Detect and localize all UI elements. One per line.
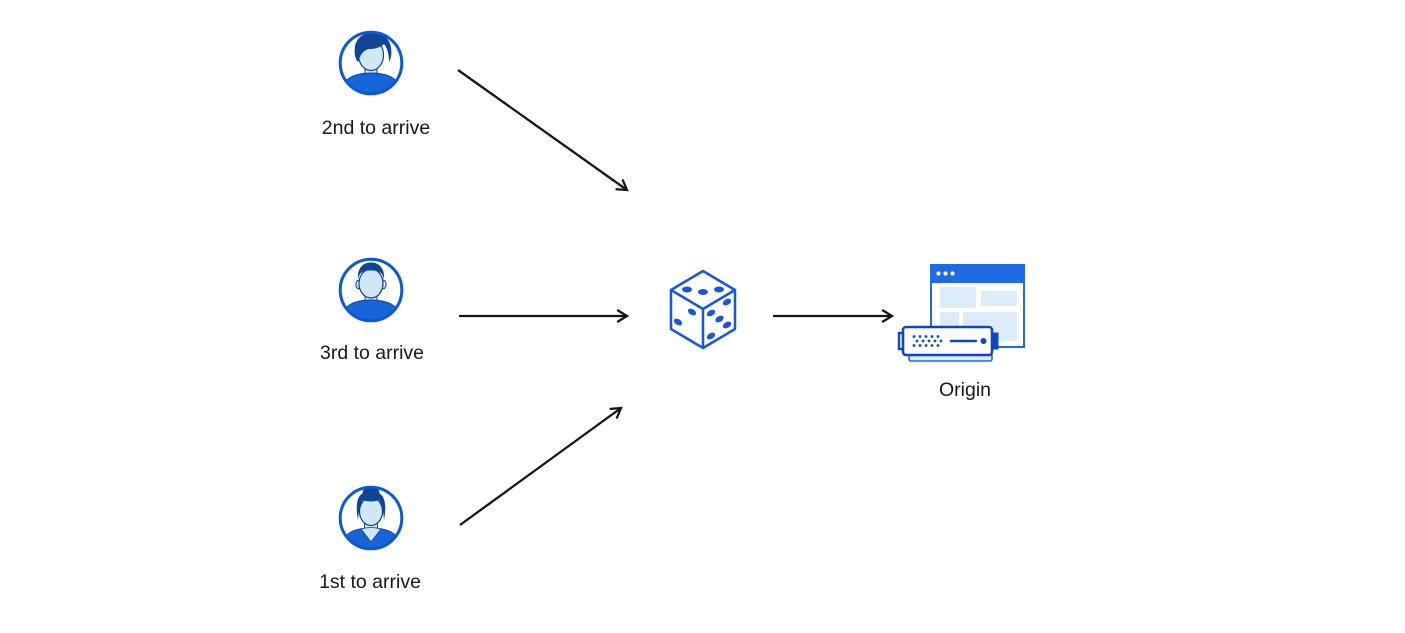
dice-node xyxy=(667,269,739,351)
origin-server-icon xyxy=(897,264,1025,362)
visitor-node-middle xyxy=(337,256,405,324)
visitor-label-middle: 3rd to arrive xyxy=(319,342,425,364)
visitor-label-bottom: 1st to arrive xyxy=(319,571,421,593)
visitor-node-top xyxy=(337,29,405,97)
arrow-visitor-top-to-dice xyxy=(457,69,629,192)
visitor-label-top: 2nd to arrive xyxy=(321,117,431,139)
visitor-node-bottom xyxy=(337,484,405,552)
female-avatar-icon xyxy=(338,485,404,551)
male-avatar-icon xyxy=(338,30,404,96)
male-avatar-icon xyxy=(338,257,404,323)
dice-icon xyxy=(669,269,737,350)
origin-label: Origin xyxy=(938,379,992,401)
arrow-visitor-bottom-to-dice xyxy=(459,406,623,526)
origin-node xyxy=(897,261,1033,369)
